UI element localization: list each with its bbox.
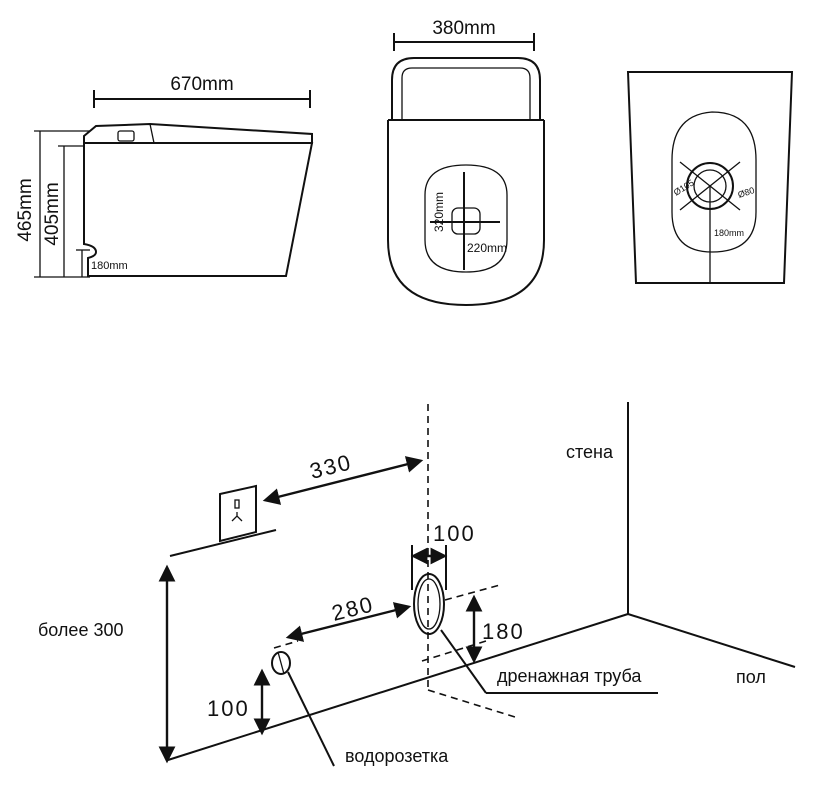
wall-control-panel bbox=[219, 484, 257, 543]
water-outlet-circle bbox=[271, 651, 291, 675]
outer-diameter-label: Ø105 bbox=[672, 178, 696, 198]
wall-top-edge bbox=[169, 529, 277, 557]
arrow-330 bbox=[262, 456, 424, 505]
outlet-height-label: 180mm bbox=[91, 260, 128, 272]
dim-100-pipe-label: 100 bbox=[433, 521, 476, 546]
installation-diagram: 330 280 100 180 100 более 300 стена пол … bbox=[38, 402, 796, 767]
arrow-280 bbox=[285, 602, 412, 642]
base-view: Ø105 Ø80 180mm bbox=[626, 71, 794, 284]
water-outlet-mark bbox=[277, 651, 285, 675]
drain-leader bbox=[440, 629, 487, 694]
tank-outline bbox=[391, 57, 541, 120]
base-opening bbox=[671, 111, 757, 253]
opening-width-label: 220mm bbox=[467, 241, 507, 255]
bowl-outline bbox=[387, 120, 545, 307]
total-height-label: 465mm bbox=[15, 178, 36, 241]
water-leader bbox=[287, 671, 335, 767]
inner-diameter-label: Ø80 bbox=[737, 185, 756, 200]
toilet-lid-outline bbox=[83, 122, 313, 144]
side-view: 670mm 465mm 405mm 180mm bbox=[15, 74, 314, 278]
dim-180-label: 180 bbox=[482, 619, 525, 644]
panel-icon-top bbox=[234, 499, 240, 509]
width-label: 380mm bbox=[432, 18, 495, 39]
pipe-floor-dash bbox=[421, 640, 487, 662]
water-outlet-label: водорозетка bbox=[345, 746, 449, 766]
drain-pipe-inner bbox=[417, 578, 441, 630]
dim-100-water-label: 100 bbox=[207, 696, 250, 721]
pipe-height-dash bbox=[444, 584, 501, 601]
length-label: 670mm bbox=[170, 74, 233, 95]
water-outlet-dash bbox=[273, 640, 299, 649]
wall-label: стена bbox=[566, 442, 614, 462]
floor-centre-line bbox=[427, 689, 516, 718]
opening-length-label: 320mm bbox=[432, 192, 446, 232]
more-300-label: более 300 bbox=[38, 620, 123, 640]
floor-label: пол bbox=[736, 667, 766, 687]
base-outline bbox=[626, 71, 794, 284]
drain-pipe-outer bbox=[413, 573, 445, 635]
lid-hinge-line bbox=[149, 123, 155, 144]
seat-opening bbox=[424, 164, 508, 273]
drain-label: дренажная труба bbox=[497, 666, 642, 686]
control-panel-icon bbox=[117, 130, 135, 142]
panel-icon-fan bbox=[231, 512, 243, 522]
outlet-offset-label: 180mm bbox=[714, 228, 744, 238]
body-height-label: 405mm bbox=[42, 182, 63, 245]
dim-280-label: 280 bbox=[329, 591, 376, 626]
floor-right-edge bbox=[627, 613, 796, 668]
floor-wall-edge bbox=[167, 613, 629, 761]
tank-inner-outline bbox=[401, 67, 531, 120]
top-view: 380mm 320mm 220mm bbox=[387, 18, 545, 307]
toilet-body-outline bbox=[83, 142, 314, 277]
